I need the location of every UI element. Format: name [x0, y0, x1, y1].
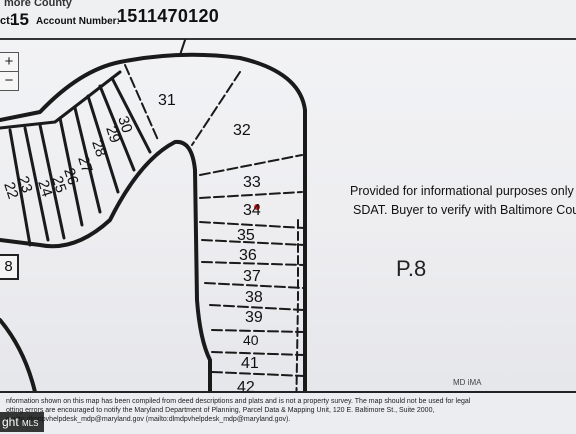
lot-label[interactable]: 23: [14, 174, 35, 195]
watermark-text: ght: [2, 415, 19, 429]
district-value: 15: [10, 10, 29, 29]
road-boundary-inner: [0, 139, 212, 422]
page-reference: P.8: [396, 256, 427, 281]
county-label: more County: [4, 0, 72, 9]
lot-label[interactable]: 29: [102, 124, 123, 145]
lot-label[interactable]: 39: [245, 309, 263, 326]
map-footer: nformation shown on this map has been co…: [0, 391, 576, 434]
watermark: ght MLS: [0, 412, 44, 432]
md-imap-credit: MD iMA: [453, 378, 482, 387]
lot-label[interactable]: 24: [34, 178, 55, 199]
subject-lot-marker: [254, 204, 260, 210]
map-header: more County ct: 15 Account Number: 15114…: [0, 0, 576, 40]
lot-label[interactable]: 38: [245, 289, 263, 306]
block-label: 8: [0, 254, 19, 280]
road-boundary-outer: [0, 52, 307, 422]
lot-label[interactable]: 41: [241, 355, 259, 372]
lot-label[interactable]: 37: [243, 268, 261, 285]
lot-label[interactable]: 25: [48, 174, 69, 195]
footer-line-1: nformation shown on this map has been co…: [6, 398, 471, 405]
lot-label[interactable]: 32: [233, 122, 251, 139]
lot-label[interactable]: 28: [88, 138, 109, 159]
account-number-label: Account Number:: [36, 16, 120, 27]
disclaimer-line-2: SDAT. Buyer to verify with Baltimore Cou: [353, 203, 576, 217]
footer-line-2: otting errors are encouraged to notify t…: [6, 407, 435, 414]
account-number-value: 1511470120: [117, 6, 220, 26]
watermark-small: MLS: [22, 419, 39, 428]
lot-label[interactable]: 31: [158, 92, 176, 109]
disclaimer-line-1: Provided for informational purposes only…: [350, 184, 576, 198]
lot-label[interactable]: 35: [237, 227, 255, 244]
lot-label[interactable]: 26: [60, 166, 81, 187]
lot-label[interactable]: 33: [243, 174, 261, 191]
lot-label[interactable]: 34: [243, 202, 261, 219]
zoom-in-button[interactable]: +: [0, 52, 19, 72]
lot-label[interactable]: 40: [243, 332, 259, 348]
lot-label[interactable]: 27: [74, 154, 95, 175]
footer-mailto-link[interactable]: mailto:dlmdpvhelpdesk_mdp@maryland.gov (…: [6, 416, 291, 423]
lot-label[interactable]: 36: [239, 247, 257, 264]
district-label: ct:: [0, 15, 14, 27]
lot-label[interactable]: 22: [0, 180, 21, 201]
zoom-out-button[interactable]: −: [0, 71, 19, 91]
lot-label[interactable]: 30: [114, 114, 135, 135]
